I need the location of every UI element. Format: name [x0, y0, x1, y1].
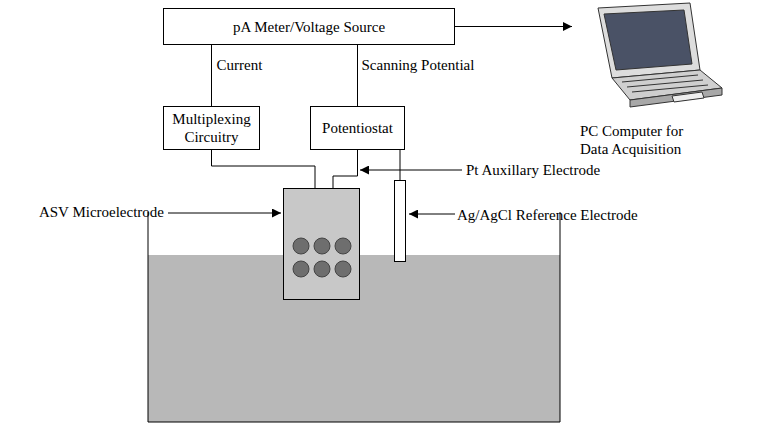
leader-line — [360, 170, 462, 171]
part-label: Pt Auxillary Electrode — [466, 161, 600, 179]
connector — [357, 45, 358, 106]
connector — [333, 150, 358, 188]
connector — [455, 26, 572, 27]
node-label: pA Meter/Voltage Source — [233, 18, 385, 36]
connector — [212, 150, 316, 188]
signal-label: Current — [217, 56, 263, 74]
computer: PC Computer for Data Acquisition — [572, 2, 722, 167]
microelectrode: ASV Microelectrode — [283, 188, 360, 300]
meter-box: pA Meter/Voltage Source — [163, 8, 455, 45]
electrode-pads — [293, 238, 351, 277]
node-label: Potentiostat — [322, 119, 393, 137]
signal-label: Scanning Potential — [362, 56, 475, 74]
node-label: Ag/AgCl Reference Electrode — [457, 206, 638, 224]
leader-line — [168, 213, 281, 214]
node-label: PC Computer for Data Acquisition — [580, 122, 702, 158]
node-label: Multiplexing Circuitry — [170, 110, 253, 146]
connector — [211, 45, 212, 106]
connector — [400, 150, 401, 180]
laptop-icon — [598, 3, 722, 107]
multiplexer-box: Multiplexing Circuitry — [163, 106, 260, 150]
node-label: ASV Microelectrode — [39, 203, 164, 221]
electrode-body — [283, 188, 360, 300]
potentiostat-box: Potentiostat — [310, 106, 405, 150]
reference-electrode: Ag/AgCl Reference Electrode — [394, 180, 406, 262]
leader-line — [409, 214, 455, 215]
